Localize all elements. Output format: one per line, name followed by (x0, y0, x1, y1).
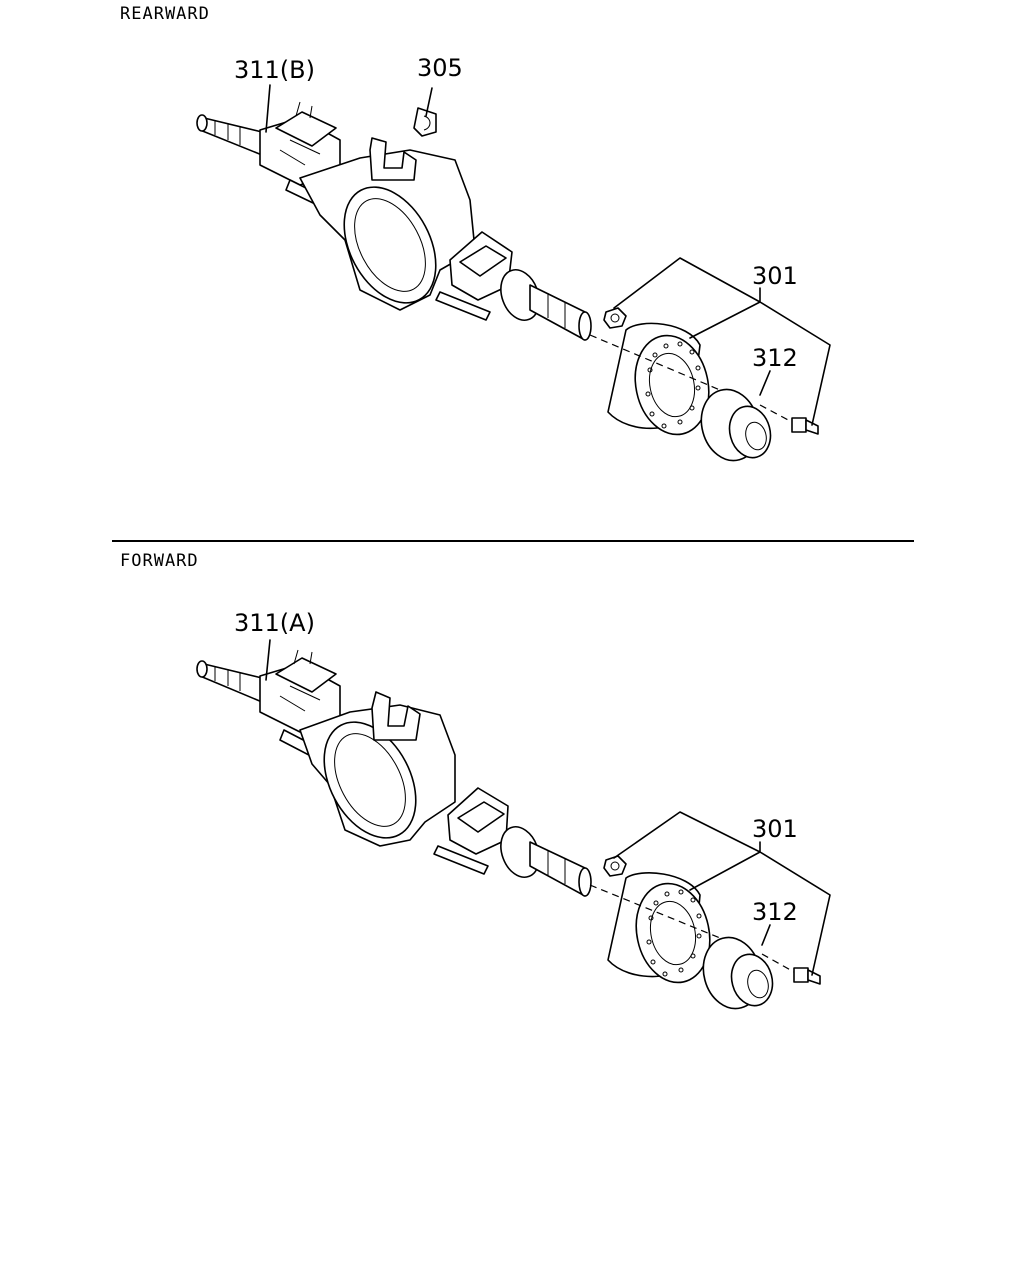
callout-hub: 312 (752, 898, 798, 926)
wheel-hub (700, 388, 772, 462)
callout-brake-drum: 301 (752, 815, 798, 843)
callout-leaders (265, 639, 831, 976)
wheel-nut (603, 855, 627, 877)
axle-assembly-drawing (196, 101, 592, 341)
right-spindle (500, 269, 592, 341)
hub-bolt (793, 967, 821, 985)
wheel-hub (702, 936, 774, 1010)
axle-assembly-drawing (196, 649, 592, 897)
section-divider (112, 540, 914, 542)
callout-leaders (265, 84, 831, 426)
assembly-axis-line (589, 884, 795, 973)
left-spindle (196, 660, 263, 703)
callout-axle-housing: 311(B) (234, 56, 315, 84)
wheel-nut (603, 307, 627, 329)
right-spring-seat (433, 787, 509, 875)
assembly-axis-line (589, 334, 793, 423)
forward-axle-diagram: 311(A) 301 312 (196, 609, 831, 1010)
brake-drum (607, 322, 710, 436)
brake-drum (607, 872, 711, 984)
section-title-forward: FORWARD (120, 551, 199, 571)
callout-axle-housing: 311(A) (234, 609, 315, 637)
banjo-housing (299, 691, 456, 847)
left-spindle (196, 114, 263, 156)
rearward-section: REARWARD (0, 0, 1024, 540)
callout-hub: 312 (752, 344, 798, 372)
section-title-rearward: REARWARD (120, 4, 210, 24)
right-spindle (500, 826, 592, 897)
callout-clip: 305 (417, 54, 463, 82)
forward-section: FORWARD (0, 540, 1024, 1280)
hub-bolt (791, 417, 819, 435)
rearward-axle-diagram: 311(B) 305 301 312 (196, 54, 831, 462)
clip-part (413, 107, 437, 137)
banjo-housing (299, 137, 476, 311)
callout-brake-drum: 301 (752, 262, 798, 290)
